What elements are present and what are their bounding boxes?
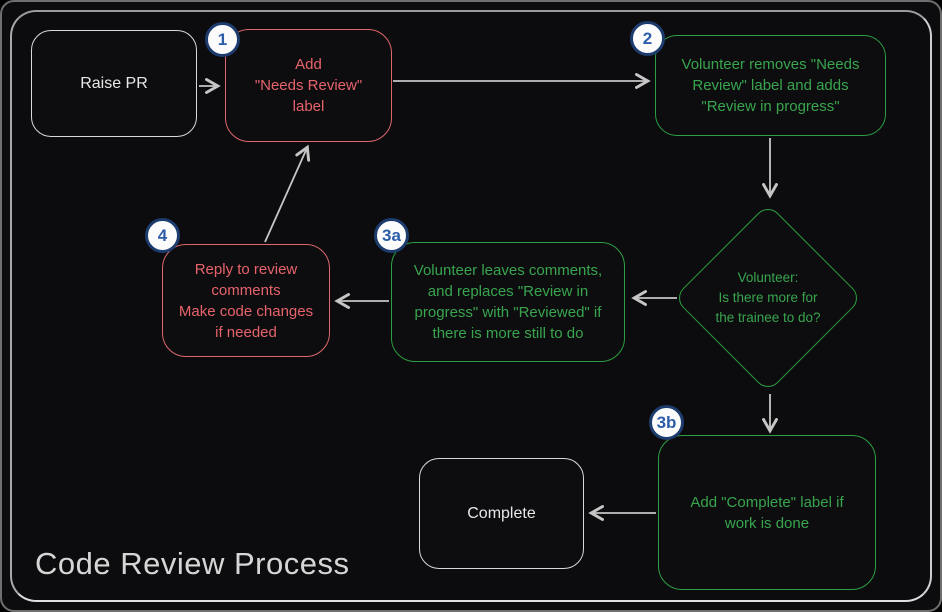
node-complete: Complete <box>419 458 584 569</box>
step-badge-2: 2 <box>630 21 665 56</box>
step-badge-1: 1 <box>205 22 240 57</box>
step-badge-4: 4 <box>145 218 180 253</box>
node-volunteer-leaves-text: Volunteer leaves comments, and replaces … <box>413 262 603 342</box>
node-volunteer-removes-text: Volunteer removes "Needs Review" label a… <box>681 56 860 115</box>
node-raise-pr-label: Raise PR <box>80 74 148 92</box>
node-raise-pr: Raise PR <box>31 30 197 137</box>
node-add-complete-label: Add "Complete" label if work is done <box>658 435 876 590</box>
node-volunteer-leaves-comments: Volunteer leaves comments, and replaces … <box>391 242 625 362</box>
decision-diamond-label: Volunteer: Is there more for the trainee… <box>715 270 821 325</box>
node-reply-comments-text: Reply to review comments Make code chang… <box>178 260 314 341</box>
node-reply-to-review-comments: Reply to review comments Make code chang… <box>162 244 330 357</box>
node-complete-text: Complete <box>467 504 536 522</box>
arrow-replycomments-to-needsreview <box>264 144 311 243</box>
node-add-needs-review-label: Add "Needs Review" label <box>225 29 392 142</box>
node-add-complete-text: Add "Complete" label if work is done <box>690 493 844 532</box>
node-volunteer-removes-label: Volunteer removes "Needs Review" label a… <box>655 35 886 136</box>
step-badge-3a: 3a <box>374 218 409 253</box>
step-badge-3b: 3b <box>649 405 684 440</box>
node-add-needs-review-text: Add "Needs Review" label <box>254 56 363 115</box>
page-title: Code Review Process <box>35 546 350 581</box>
